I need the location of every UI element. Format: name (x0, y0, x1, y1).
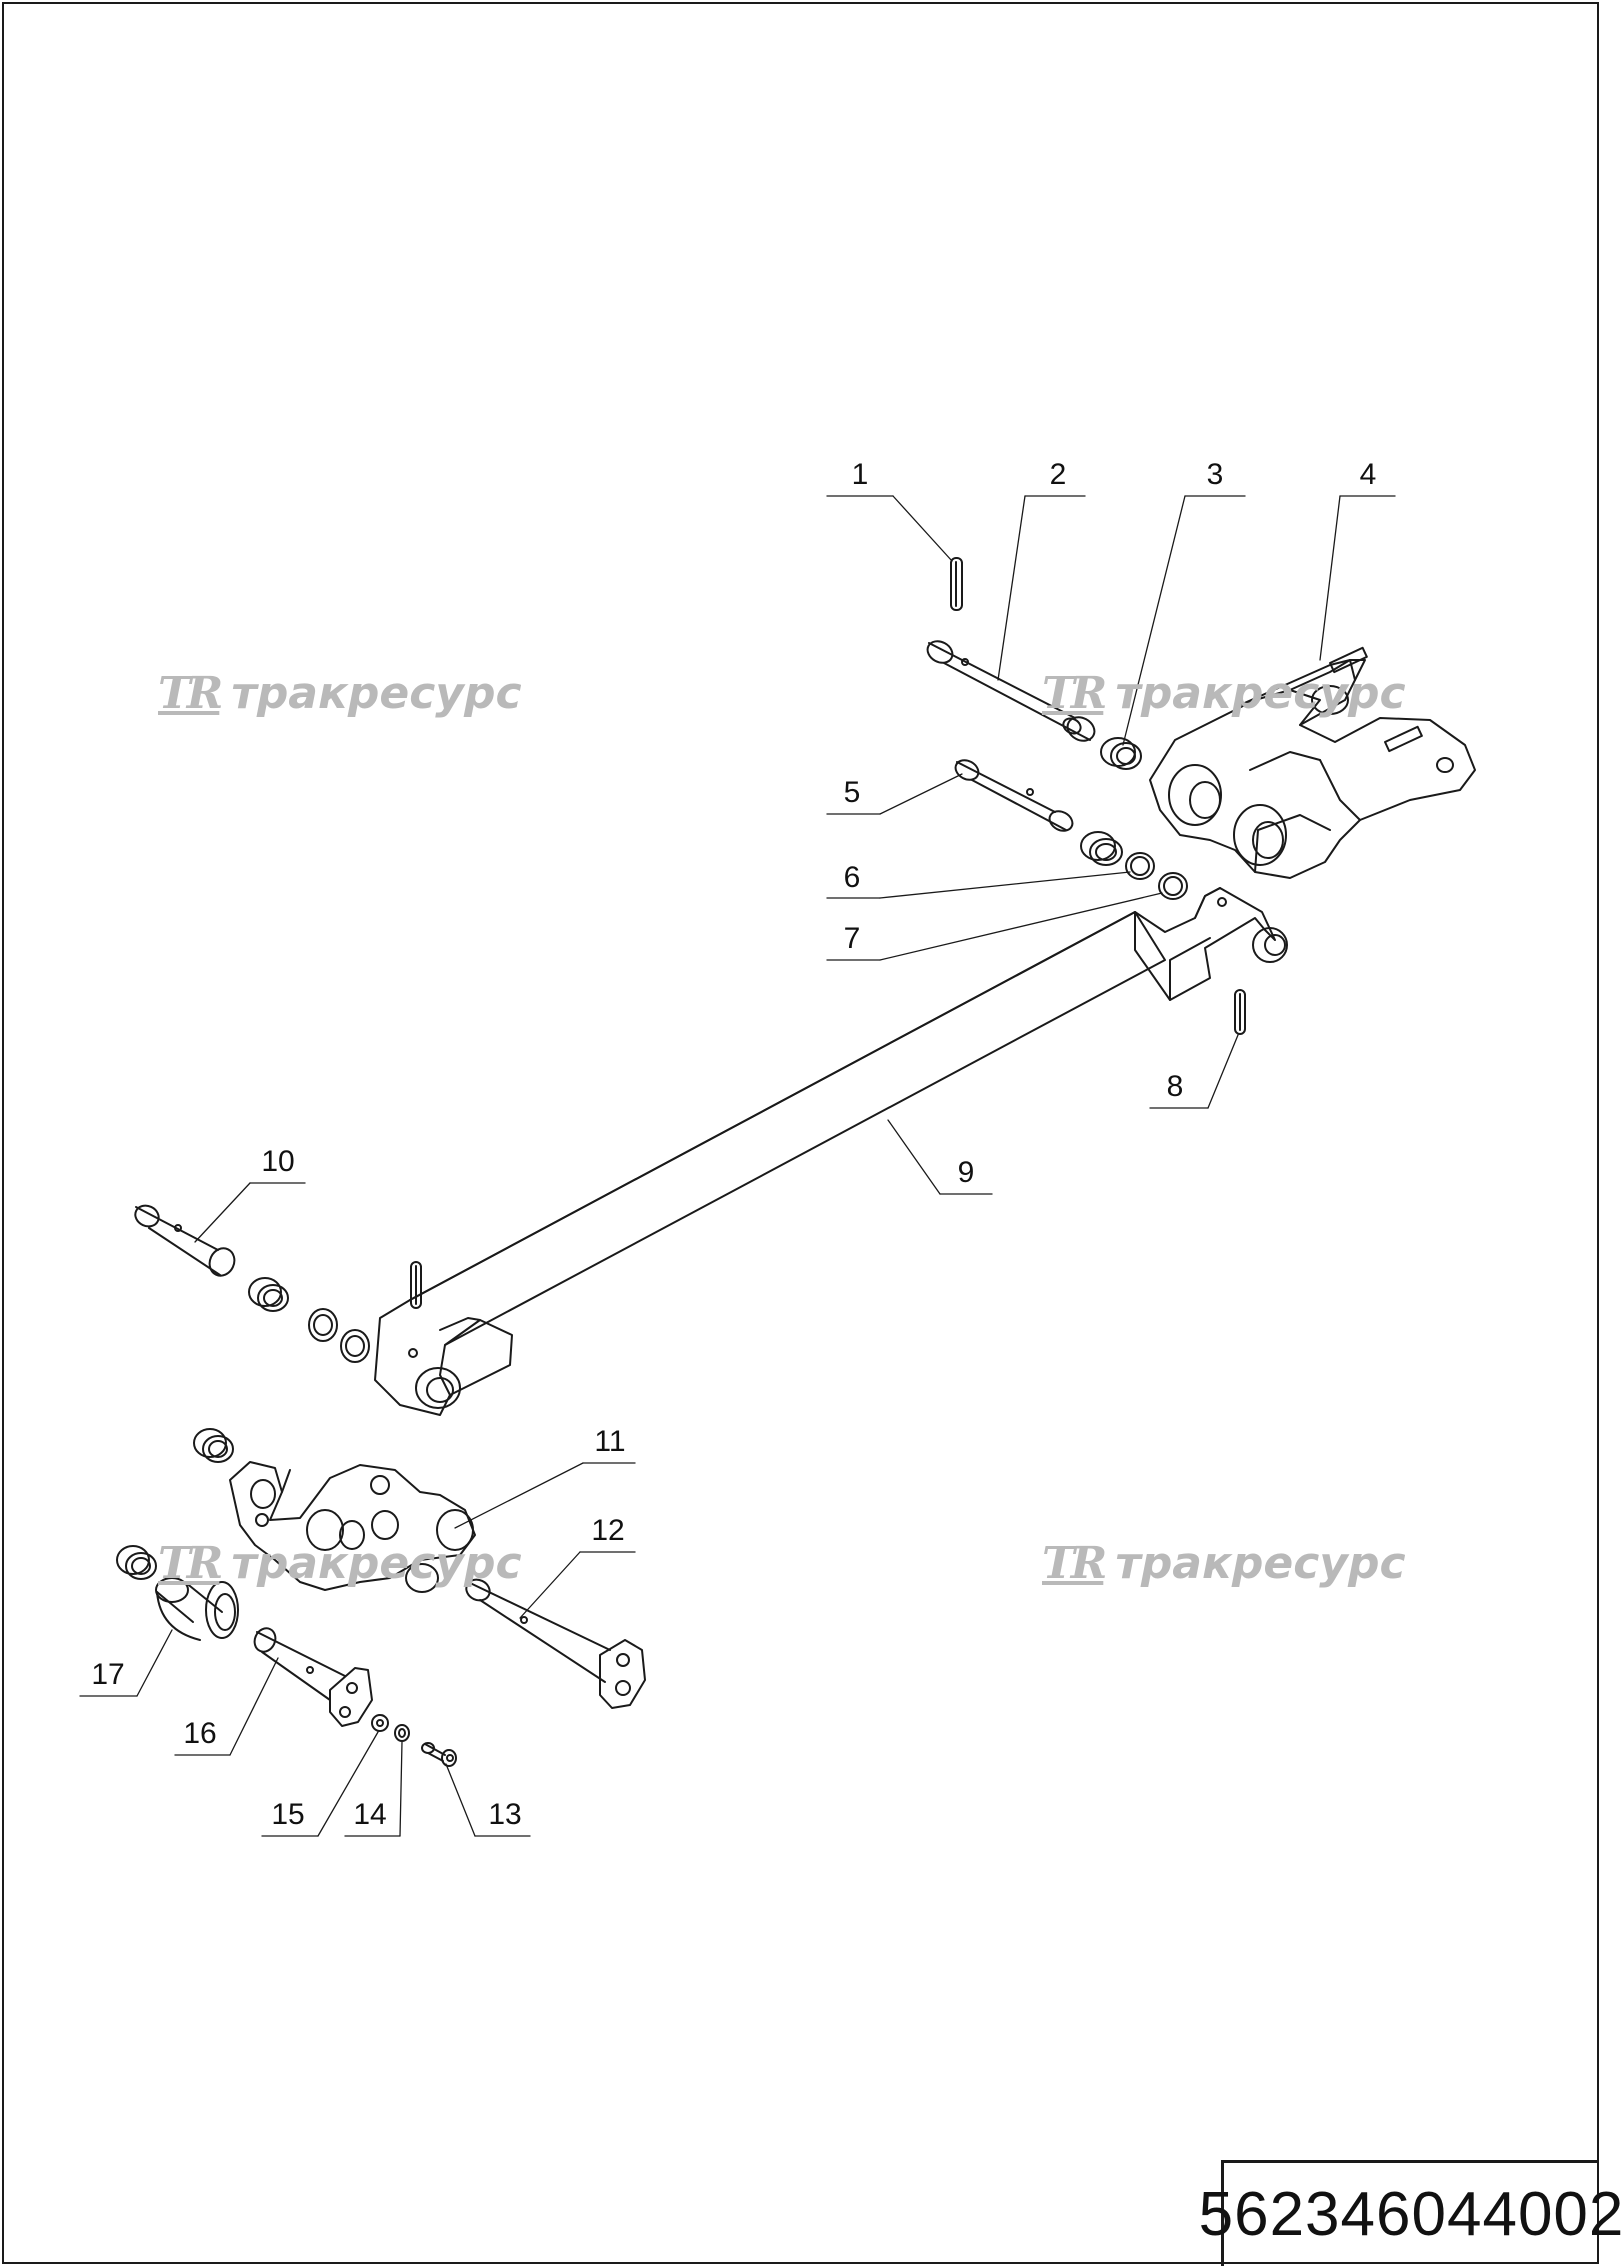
callout-4: 4 (1359, 458, 1377, 491)
callout-3: 3 (1206, 458, 1224, 491)
part-2-pin (926, 640, 1096, 742)
bushing-left (248, 1277, 289, 1312)
part-1-cotter-pin (950, 557, 963, 611)
watermark-text: тракресурс (1115, 668, 1406, 719)
watermark-text: тракресурс (1115, 1538, 1406, 1589)
callout-12: 12 (591, 1514, 625, 1547)
callout-leaders (79, 495, 1396, 1837)
ring-left-1 (308, 1308, 338, 1342)
part-9-bar (374, 887, 1288, 1416)
watermark-logo: TR (158, 668, 223, 719)
document-code-box: 562346044002 (1199, 2160, 1623, 2266)
part-3-bushing (1100, 737, 1142, 770)
part-16-pin (253, 1627, 373, 1727)
part-13-bolt (421, 1742, 457, 1767)
watermark-text: тракресурс (231, 1538, 522, 1589)
part-11-bracket (193, 1428, 476, 1593)
callout-9: 9 (957, 1156, 975, 1189)
callout-1: 1 (851, 458, 869, 491)
callout-14: 14 (353, 1798, 387, 1831)
part-15-washer (371, 1714, 389, 1732)
callout-2: 2 (1049, 458, 1067, 491)
callout-17: 17 (91, 1658, 125, 1691)
callout-10: 10 (261, 1145, 295, 1178)
callout-15: 15 (271, 1798, 305, 1831)
callout-11: 11 (594, 1425, 626, 1458)
part-6-ring (1125, 852, 1155, 880)
watermark-logo: TR (1042, 1538, 1107, 1589)
part-10-pin (134, 1204, 236, 1277)
watermark-text: тракресурс (231, 668, 522, 719)
callout-8: 8 (1166, 1070, 1184, 1103)
callout-16: 16 (183, 1717, 217, 1750)
callout-6: 6 (843, 861, 861, 894)
cotter-pin-left (410, 1261, 422, 1309)
callout-13: 13 (488, 1798, 522, 1831)
bushing-upper (1080, 831, 1123, 866)
part-12-pin (465, 1578, 646, 1709)
watermark-logo: TR (158, 1538, 223, 1589)
part-5-pin (954, 759, 1074, 832)
document-code: 562346044002 (1198, 2180, 1624, 2249)
watermark-logo: TR (1042, 668, 1107, 719)
callout-5: 5 (843, 776, 861, 809)
part-14-washer (394, 1724, 410, 1742)
callout-7: 7 (843, 922, 861, 955)
ring-left-2 (340, 1329, 370, 1363)
part-17-bushing (116, 1545, 239, 1641)
part-4-yoke (1149, 646, 1476, 879)
part-8-cotter-pin (1234, 989, 1246, 1035)
part-7-ring (1158, 872, 1188, 900)
